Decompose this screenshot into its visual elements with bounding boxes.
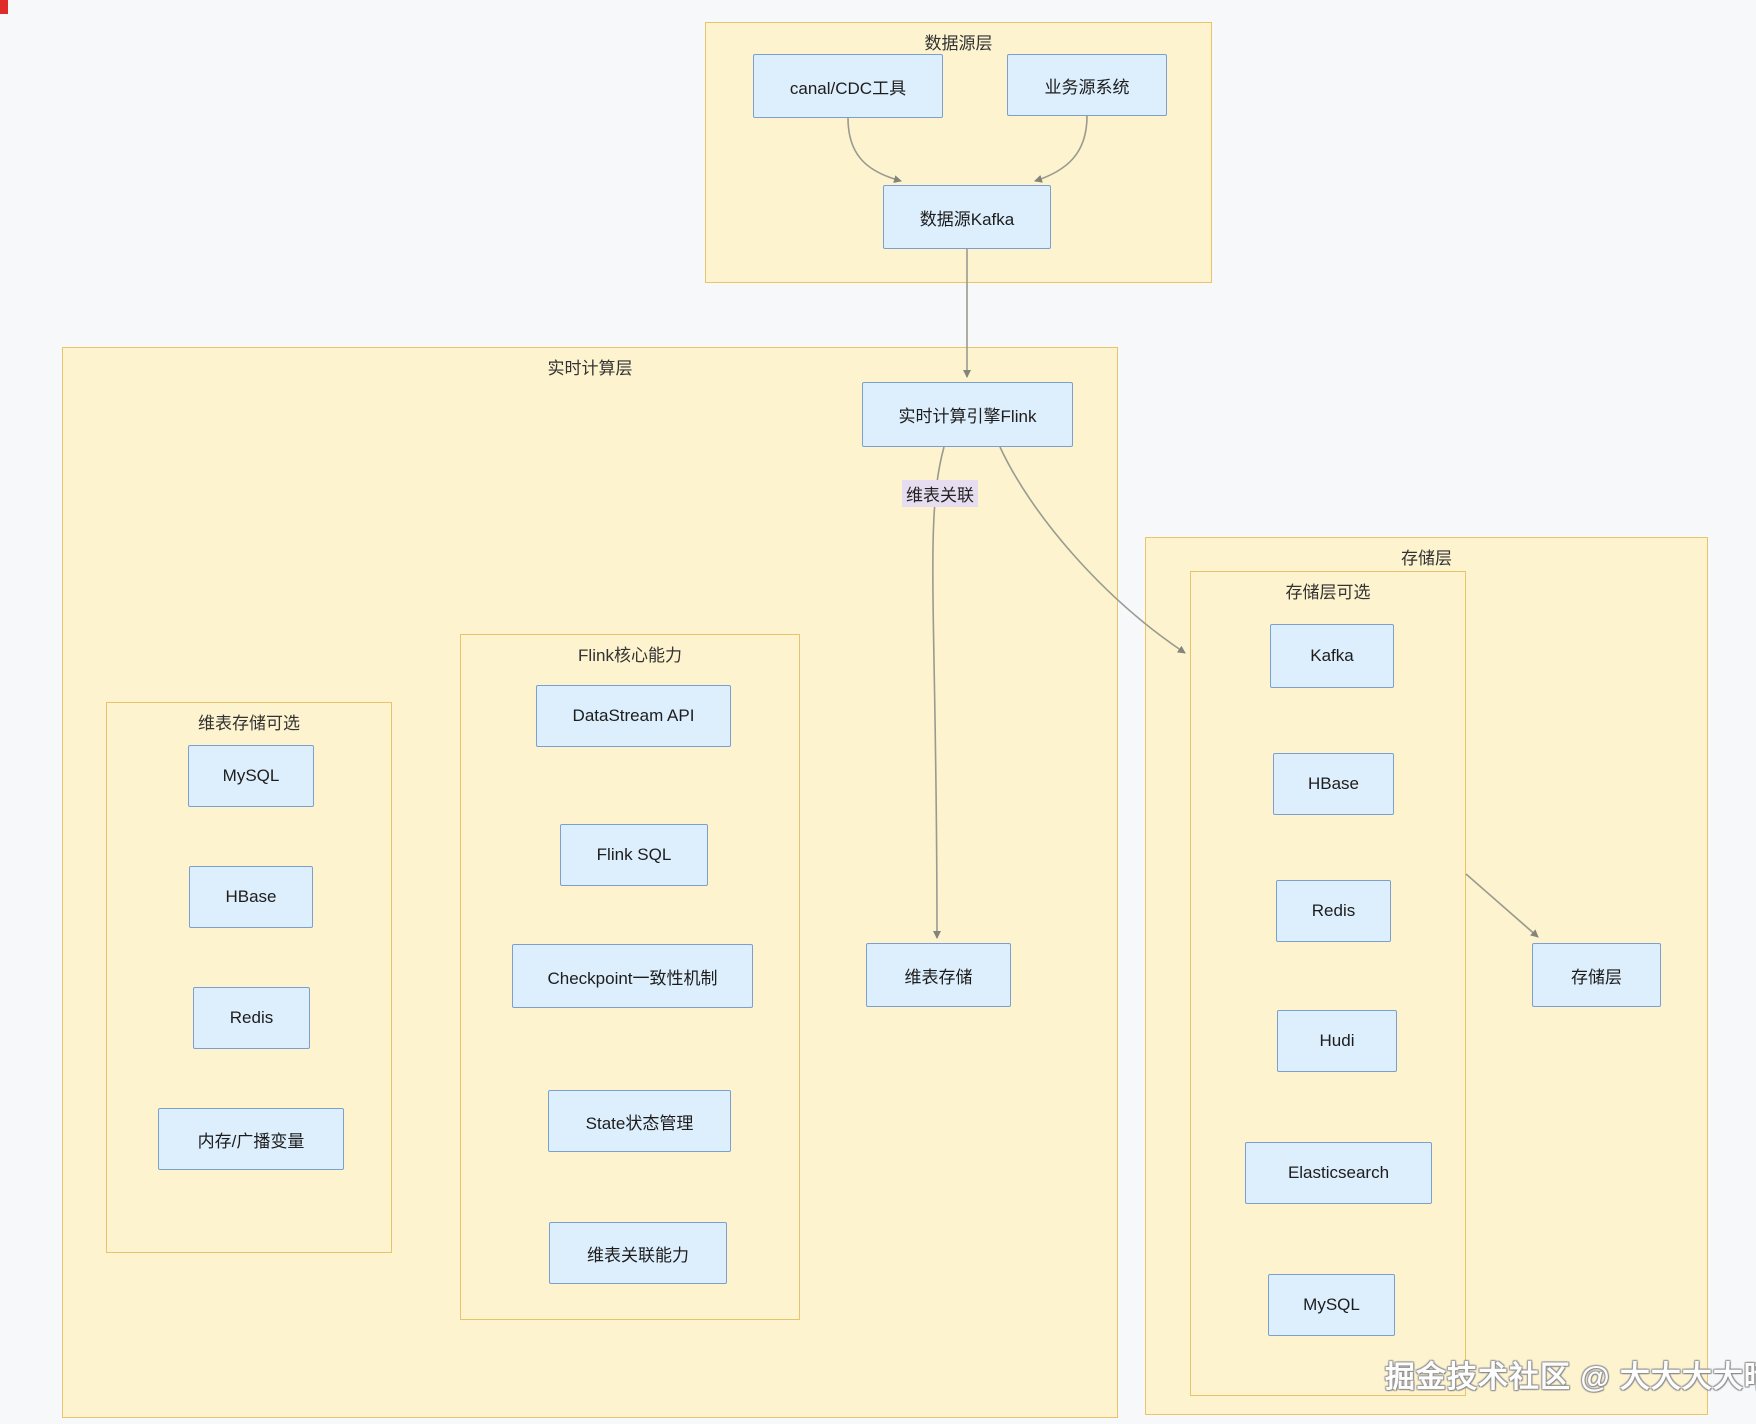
node-dim-hbase-label: HBase: [225, 887, 277, 906]
node-flink-sql-label: Flink SQL: [596, 845, 672, 864]
node-dim-join-ability: 维表关联能力: [549, 1222, 727, 1284]
node-datastream-api: DataStream API: [536, 685, 731, 747]
node-storage-layer-target-label: 存储层: [1571, 967, 1622, 987]
node-dim-hbase: HBase: [189, 866, 313, 928]
node-dim-mysql: MySQL: [188, 745, 314, 807]
node-storage-mysql: MySQL: [1268, 1274, 1395, 1336]
corner-red-mark: [0, 0, 8, 14]
edge-label-dim-join: 维表关联: [902, 480, 978, 507]
node-source-kafka: 数据源Kafka: [883, 185, 1051, 249]
node-canal-cdc: canal/CDC工具: [753, 54, 943, 118]
container-storage-layer-title: 存储层: [1401, 549, 1452, 568]
node-storage-elasticsearch-label: Elasticsearch: [1287, 1163, 1390, 1182]
edge-biz-source-to-source-kafka: [1034, 115, 1088, 183]
node-dim-memory-label: 内存/广播变量: [197, 1131, 305, 1151]
node-flink-engine: 实时计算引擎Flink: [862, 382, 1073, 447]
node-state-mgmt-label: State状态管理: [585, 1113, 694, 1133]
container-data-source-layer-title: 数据源层: [924, 34, 993, 53]
node-biz-source-label: 业务源系统: [1044, 77, 1130, 97]
node-storage-redis: Redis: [1276, 880, 1391, 942]
watermark-text: 掘金技术社区 @ 大大大大晴天: [1385, 1361, 1756, 1394]
node-dim-mysql-label: MySQL: [222, 766, 280, 785]
node-storage-hudi: Hudi: [1277, 1010, 1397, 1072]
node-dim-redis-label: Redis: [229, 1008, 274, 1027]
node-storage-kafka-label: Kafka: [1310, 646, 1354, 665]
container-dim-store-optional-title: 维表存储可选: [198, 714, 300, 733]
edge-storage-optional-to-storage-node: [1465, 873, 1539, 938]
node-checkpoint: Checkpoint一致性机制: [512, 944, 753, 1008]
node-biz-source: 业务源系统: [1007, 54, 1167, 116]
node-flink-engine-label: 实时计算引擎Flink: [898, 407, 1037, 426]
node-flink-sql: Flink SQL: [560, 824, 708, 886]
node-state-mgmt: State状态管理: [548, 1090, 731, 1152]
node-storage-elasticsearch: Elasticsearch: [1245, 1142, 1432, 1204]
node-dim-join-ability-label: 维表关联能力: [587, 1245, 689, 1265]
node-storage-hbase: HBase: [1273, 753, 1394, 815]
node-storage-hbase-label: HBase: [1307, 774, 1360, 793]
edge-flink-to-dim-store: [932, 446, 945, 939]
node-source-kafka-label: 数据源Kafka: [919, 209, 1015, 229]
node-datastream-api-label: DataStream API: [572, 706, 695, 725]
node-storage-mysql-label: MySQL: [1303, 1295, 1360, 1314]
node-dim-memory: 内存/广播变量: [158, 1108, 344, 1170]
node-storage-hudi-label: Hudi: [1319, 1031, 1355, 1050]
node-checkpoint-label: Checkpoint一致性机制: [547, 968, 718, 988]
container-realtime-layer-title: 实时计算层: [547, 359, 633, 378]
node-storage-layer-target: 存储层: [1532, 943, 1661, 1007]
node-storage-redis-label: Redis: [1311, 901, 1356, 920]
container-flink-core-title: Flink核心能力: [578, 646, 682, 665]
node-dim-redis: Redis: [193, 987, 310, 1049]
node-dim-store: 维表存储: [866, 943, 1011, 1007]
container-storage-optional-title: 存储层可选: [1285, 583, 1371, 602]
node-dim-store-label: 维表存储: [904, 967, 973, 987]
edge-canal-to-source-kafka: [847, 117, 902, 184]
edge-flink-to-storage-optional: [999, 446, 1186, 654]
node-storage-kafka: Kafka: [1270, 624, 1394, 688]
node-canal-cdc-label: canal/CDC工具: [789, 78, 907, 98]
container-storage-optional: 存储层可选: [1190, 571, 1466, 1396]
